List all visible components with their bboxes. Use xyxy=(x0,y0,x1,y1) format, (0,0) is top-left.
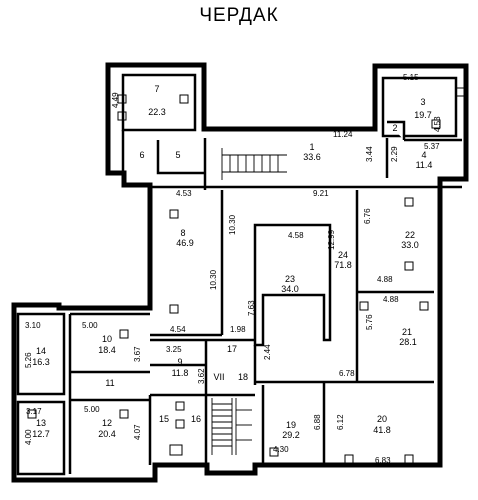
room-number: 12 xyxy=(102,418,112,428)
room-labels: 7 22.3 6 5 1 33.6 2 3 19.7 4 11.4 8 46.9… xyxy=(32,84,432,440)
room-number: VII xyxy=(213,372,224,382)
room-area: 28.1 xyxy=(399,337,417,347)
room-area: 11.4 xyxy=(416,160,433,170)
room-number: 17 xyxy=(227,344,237,354)
room-number: 21 xyxy=(402,327,412,337)
room-number: 23 xyxy=(285,274,295,284)
room-number: 19 xyxy=(286,420,296,430)
dimension-label: 4.53 xyxy=(176,189,192,198)
room-area: 41.8 xyxy=(373,425,391,435)
room-area: 22.3 xyxy=(148,107,166,117)
room-number: 7 xyxy=(154,84,159,94)
room-area: 34.0 xyxy=(281,284,299,294)
dimension-label: 4.07 xyxy=(133,424,142,440)
room-number: 13 xyxy=(36,418,46,428)
room-number: 20 xyxy=(377,414,387,424)
dimension-label: 2.29 xyxy=(390,146,399,162)
dimension-label: 12.99 xyxy=(327,229,336,250)
room-area: 29.2 xyxy=(282,430,300,440)
room-number: 6 xyxy=(139,150,144,160)
dimension-label: 4.30 xyxy=(273,445,289,454)
room-number: 16 xyxy=(191,414,201,424)
dimension-labels: 5.15 4.49 5.37 4.53 11.24 2.29 3.44 4.53… xyxy=(24,73,442,465)
dimension-label: 6.78 xyxy=(339,369,355,378)
dimension-label: 4.53 xyxy=(433,116,442,132)
fixtures xyxy=(27,87,465,464)
room-area: 16.3 xyxy=(32,357,50,367)
room-area: 46.9 xyxy=(176,238,194,248)
room-number: 11 xyxy=(105,378,114,388)
room-number: 9 xyxy=(177,357,182,367)
room-number: 4 xyxy=(421,150,426,160)
dimension-label: 1.98 xyxy=(230,325,246,334)
dimension-label: 3.25 xyxy=(166,345,182,354)
staircase-top xyxy=(221,148,287,180)
dimension-label: 9.21 xyxy=(313,189,329,198)
room-area: 12.7 xyxy=(32,429,50,439)
dimension-label: 3.44 xyxy=(365,146,374,162)
room-number: 2 xyxy=(392,123,397,133)
dimension-label: 5.76 xyxy=(365,314,374,330)
dimension-label: 6.88 xyxy=(313,414,322,430)
dimension-label: 5.26 xyxy=(24,352,33,368)
room-number: 15 xyxy=(159,414,169,424)
room-number: 5 xyxy=(175,150,180,160)
dimension-label: 3.17 xyxy=(26,407,42,416)
dimension-label: 3.10 xyxy=(25,321,41,330)
dimension-label: 6.83 xyxy=(375,456,391,465)
room-number: 1 xyxy=(309,142,314,152)
dimension-label: 3.62 xyxy=(197,368,206,384)
dimension-label: 4.00 xyxy=(24,429,33,445)
staircase-bottom xyxy=(211,398,252,455)
dimension-label: 6.12 xyxy=(336,414,345,430)
room-number: 18 xyxy=(238,372,248,382)
dimension-label: 4.88 xyxy=(383,295,399,304)
room-number: 22 xyxy=(405,230,415,240)
plan-title: ЧЕРДАК xyxy=(199,5,279,26)
room-area: 33.0 xyxy=(401,240,419,250)
dimension-label: 10.30 xyxy=(209,269,218,290)
dimension-label: 6.76 xyxy=(363,208,372,224)
dimension-label: 4.49 xyxy=(111,92,120,108)
room-number: 24 xyxy=(338,250,348,260)
room-area: 11.8 xyxy=(172,368,189,378)
room-number: 3 xyxy=(420,97,425,107)
dimension-label: 10.30 xyxy=(228,214,237,235)
dimension-label: 5.15 xyxy=(403,73,419,82)
dimension-label: 4.88 xyxy=(377,275,393,284)
dimension-label: 4.54 xyxy=(170,325,186,334)
room-number: 8 xyxy=(180,228,185,238)
room-number: 10 xyxy=(102,334,112,344)
interior-walls xyxy=(16,73,462,476)
dimension-label: 7.63 xyxy=(247,300,256,316)
room-area: 19.7 xyxy=(414,110,432,120)
room-area: 20.4 xyxy=(98,429,116,439)
dimension-label: 3.67 xyxy=(133,346,142,362)
room-number: 14 xyxy=(36,346,46,356)
dimension-label: 11.24 xyxy=(333,130,353,139)
dimension-label: 4.58 xyxy=(288,231,304,240)
dimension-label: 5.00 xyxy=(82,321,98,330)
room-area: 71.8 xyxy=(334,260,352,270)
room-area: 18.4 xyxy=(98,345,116,355)
room-area: 33.6 xyxy=(303,152,321,162)
dimension-label: 2.44 xyxy=(263,344,272,360)
dimension-label: 5.00 xyxy=(84,405,100,414)
dimension-label: 5.37 xyxy=(424,142,440,151)
